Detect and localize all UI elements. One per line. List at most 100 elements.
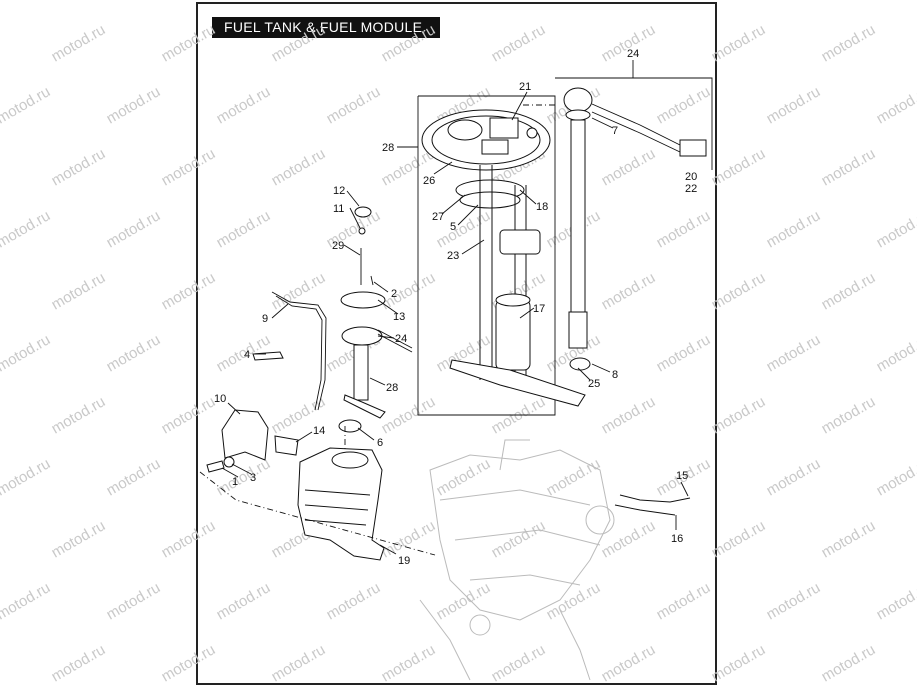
watermark-text: motod.ru (0, 579, 53, 623)
callout-24-module: 24 (395, 333, 407, 345)
fuel-tank (297, 447, 385, 561)
watermark-text: motod.ru (214, 207, 274, 251)
watermark-text: motod.ru (819, 269, 879, 313)
callout-10: 10 (214, 393, 226, 405)
callout-26: 26 (423, 175, 435, 187)
watermark-text: motod.ru (709, 269, 769, 313)
watermark-text: motod.ru (599, 145, 659, 189)
watermark-text: motod.ru (434, 455, 494, 499)
watermark-text: motod.ru (874, 0, 917, 3)
watermark-text: motod.ru (159, 269, 219, 313)
watermark-text: motod.ru (104, 0, 164, 3)
callout-1: 1 (232, 476, 238, 488)
watermark-text: motod.ru (599, 393, 659, 437)
watermark-text: motod.ru (819, 21, 879, 65)
watermark-text: motod.ru (49, 393, 109, 437)
watermark-text: motod.ru (104, 207, 164, 251)
o-ring-seal (459, 191, 521, 209)
level-sender (563, 87, 707, 371)
watermark-text: motod.ru (269, 641, 329, 685)
watermark-text: motod.ru (764, 331, 824, 375)
watermark-text: motod.ru (324, 0, 384, 3)
watermark-text: motod.ru (599, 641, 659, 685)
watermark-text: motod.ru (874, 455, 917, 499)
callout-19: 19 (398, 555, 410, 567)
watermark-text: motod.ru (654, 579, 714, 623)
watermark-text: motod.ru (599, 517, 659, 561)
watermark-text: motod.ru (489, 21, 549, 65)
watermark-text: motod.ru (104, 331, 164, 375)
engine-ghost-drawing (419, 439, 615, 681)
callout-16: 16 (671, 533, 683, 545)
watermark-text: motod.ru (214, 83, 274, 127)
watermark-text: motod.ru (49, 145, 109, 189)
callout-3: 3 (250, 472, 256, 484)
callout-28-module: 28 (386, 382, 398, 394)
watermark-text: motod.ru (764, 83, 824, 127)
fuel-module-flange (421, 109, 551, 171)
watermark-text: motod.ru (544, 0, 604, 3)
callout-18: 18 (536, 201, 548, 213)
callout-29: 29 (332, 240, 344, 252)
watermark-text: motod.ru (379, 21, 439, 65)
watermark-text: motod.ru (544, 455, 604, 499)
watermark-text: motod.ru (764, 207, 824, 251)
callout-7: 7 (612, 125, 618, 137)
watermark-text: motod.ru (654, 207, 714, 251)
callout-11: 11 (333, 203, 344, 215)
callout-14: 14 (313, 425, 325, 437)
callout-20: 20 (685, 171, 697, 183)
watermark-text: motod.ru (49, 641, 109, 685)
watermark-text: motod.ru (654, 331, 714, 375)
watermark-text: motod.ru (104, 579, 164, 623)
hose-15 (619, 494, 691, 503)
watermark-text: motod.ru (544, 579, 604, 623)
watermark-text: motod.ru (874, 207, 917, 251)
watermark-text: motod.ru (214, 579, 274, 623)
callout-13: 13 (393, 311, 405, 323)
watermark-text: motod.ru (49, 21, 109, 65)
callout-8: 8 (612, 369, 618, 381)
callout-6: 6 (377, 437, 383, 449)
callout-2: 2 (391, 288, 397, 300)
watermark-text: motod.ru (379, 641, 439, 685)
watermark-text: motod.ru (0, 0, 53, 3)
callout-28-box: 28 (382, 142, 394, 154)
callout-4: 4 (244, 349, 250, 361)
washer-3 (223, 456, 235, 468)
watermark-text: motod.ru (104, 455, 164, 499)
watermark-text: motod.ru (214, 0, 274, 3)
watermark-text: motod.ru (874, 83, 917, 127)
watermark-text: motod.ru (764, 579, 824, 623)
watermark-text: motod.ru (654, 83, 714, 127)
mounting-bracket (221, 409, 269, 461)
vent-hose (271, 291, 327, 411)
callout-12: 12 (333, 185, 345, 197)
hose-16 (614, 504, 676, 516)
watermark-text: motod.ru (269, 145, 329, 189)
watermark-text: motod.ru (0, 83, 53, 127)
callout-23: 23 (447, 250, 459, 262)
callout-22: 22 (685, 183, 697, 195)
bolt-1 (206, 460, 225, 473)
watermark-text: motod.ru (269, 21, 329, 65)
callout-labels: 1 2 3 4 5 6 7 8 9 10 11 12 13 14 15 16 1… (214, 48, 697, 567)
watermark-text: motod.ru (709, 517, 769, 561)
callout-25: 25 (588, 378, 600, 390)
callout-24-sender: 24 (627, 48, 639, 60)
watermark-text: motod.ru (764, 455, 824, 499)
watermark-text: motod.ru (49, 517, 109, 561)
leader-lines (221, 91, 689, 555)
fuel-module-box (397, 95, 556, 416)
vent-hose-inner (275, 295, 323, 411)
watermark-text: motod.ru (324, 83, 384, 127)
watermark-text: motod.ru (104, 83, 164, 127)
watermark-text: motod.ru (434, 0, 494, 3)
watermark-text: motod.ru (434, 579, 494, 623)
watermark-text: motod.ru (874, 331, 917, 375)
callout-17: 17 (533, 303, 545, 315)
watermark-text: motod.ru (489, 641, 549, 685)
bolt-part (252, 351, 284, 361)
